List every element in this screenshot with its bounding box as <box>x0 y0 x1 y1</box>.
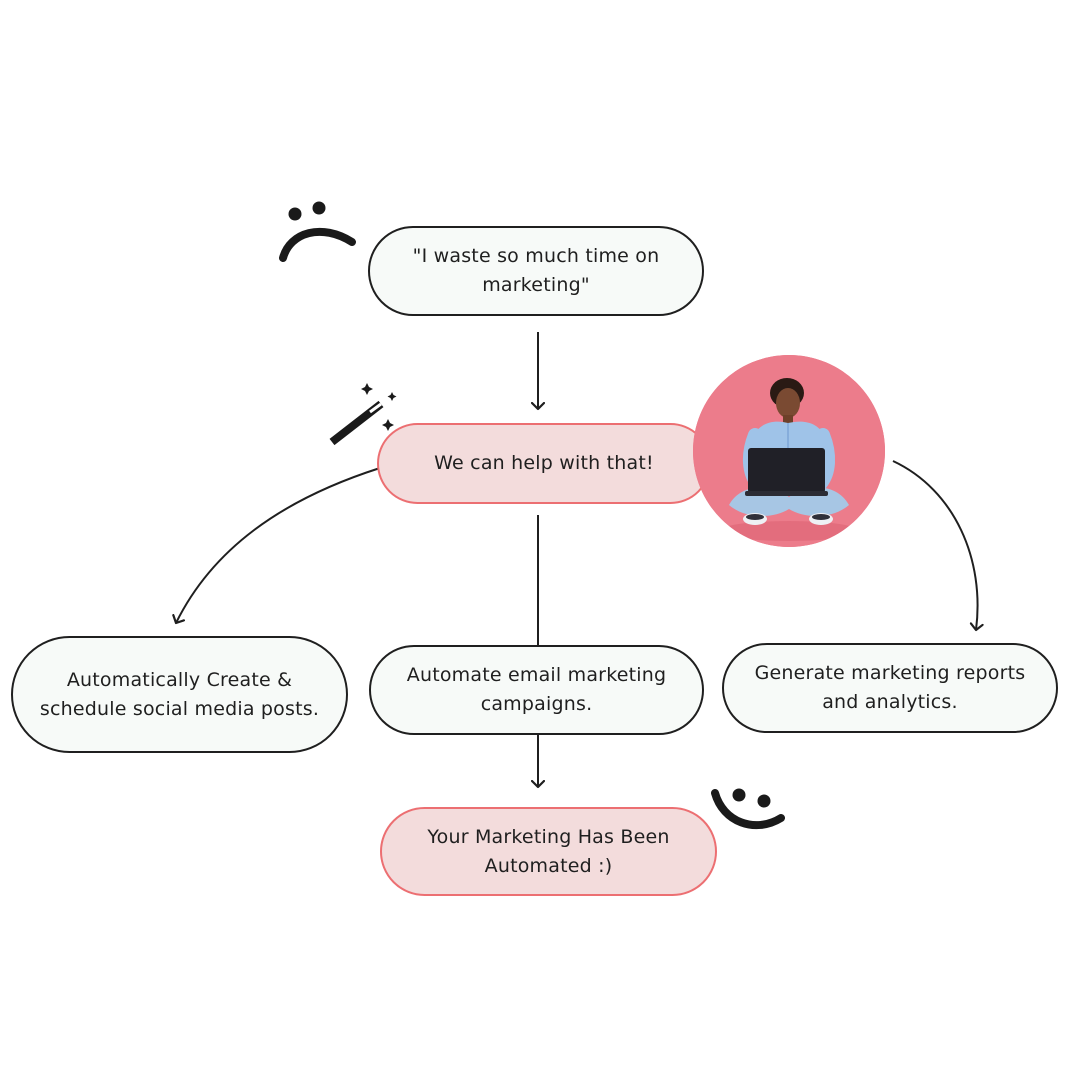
sad-face-icon <box>279 201 356 262</box>
reports-node: Generate marketing reports and analytics… <box>722 643 1058 733</box>
social-media-text: Automatically Create & schedule social m… <box>39 668 320 720</box>
help-node: We can help with that! <box>377 423 711 504</box>
email-marketing-text: Automate email marketing campaigns. <box>406 664 667 715</box>
smile-face-icon <box>711 788 785 830</box>
result-node: Your Marketing Has Been Automated :) <box>380 807 717 896</box>
reports-text: Generate marketing reports and analytics… <box>754 662 1026 713</box>
help-text: We can help with that! <box>434 452 654 474</box>
magic-wand-icon <box>329 383 397 446</box>
problem-statement-text: "I waste so much time on marketing" <box>412 245 660 296</box>
person-illustration <box>693 355 885 547</box>
arrow-photo-to-reports <box>892 460 978 630</box>
email-marketing-node: Automate email marketing campaigns. <box>369 645 704 735</box>
arrow-help-to-social <box>176 467 381 623</box>
person-laptop-photo <box>693 355 885 547</box>
social-media-node: Automatically Create & schedule social m… <box>11 636 348 753</box>
result-text: Your Marketing Has Been Automated :) <box>427 825 670 877</box>
problem-statement-node: "I waste so much time on marketing" <box>368 226 704 316</box>
